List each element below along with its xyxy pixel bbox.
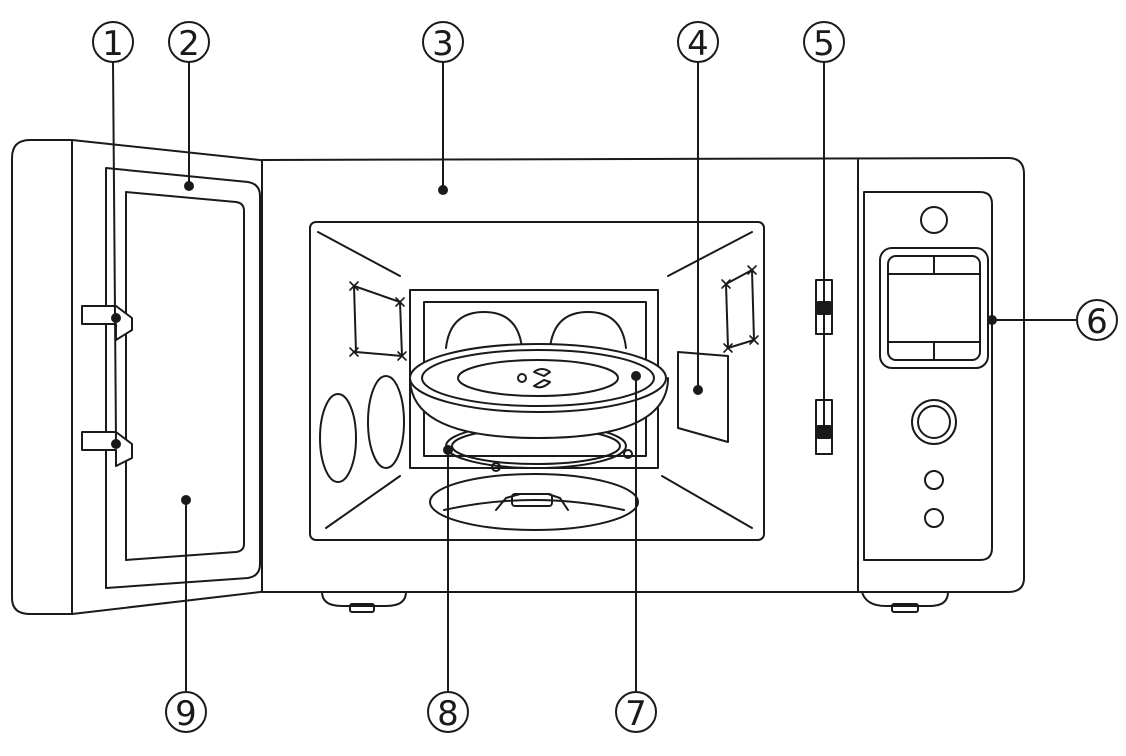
callout-7: 7 bbox=[615, 691, 657, 734]
door-window-glass bbox=[125, 191, 245, 561]
waveguide-cover bbox=[677, 351, 729, 443]
callout-5: 5 bbox=[803, 21, 845, 64]
leader-lines bbox=[111, 61, 1077, 693]
callout-1: 1 bbox=[92, 21, 134, 64]
svg-text:7: 7 bbox=[625, 694, 647, 734]
control-button-2 bbox=[924, 508, 944, 528]
glass-tray bbox=[409, 343, 667, 413]
control-panel bbox=[863, 191, 993, 561]
foot-left bbox=[321, 591, 407, 607]
callout-8: 8 bbox=[427, 691, 469, 734]
callout-4: 4 bbox=[677, 21, 719, 64]
callout-6: 6 bbox=[1076, 299, 1118, 342]
svg-text:1: 1 bbox=[102, 24, 124, 64]
door bbox=[11, 139, 273, 615]
callout-9: 9 bbox=[165, 691, 207, 734]
callout-3: 3 bbox=[422, 21, 464, 64]
svg-text:4: 4 bbox=[687, 24, 709, 64]
svg-text:3: 3 bbox=[432, 24, 454, 64]
control-button-1 bbox=[924, 470, 944, 490]
svg-text:8: 8 bbox=[437, 694, 459, 734]
oven-cavity bbox=[309, 221, 765, 541]
svg-text:2: 2 bbox=[178, 24, 200, 64]
control-dial bbox=[911, 399, 957, 445]
foot-right bbox=[861, 591, 949, 607]
display-window bbox=[879, 247, 989, 369]
svg-text:5: 5 bbox=[813, 24, 835, 64]
callout-2: 2 bbox=[168, 21, 210, 64]
svg-text:6: 6 bbox=[1086, 302, 1108, 342]
svg-text:9: 9 bbox=[175, 694, 197, 734]
control-knob-top bbox=[920, 206, 948, 234]
